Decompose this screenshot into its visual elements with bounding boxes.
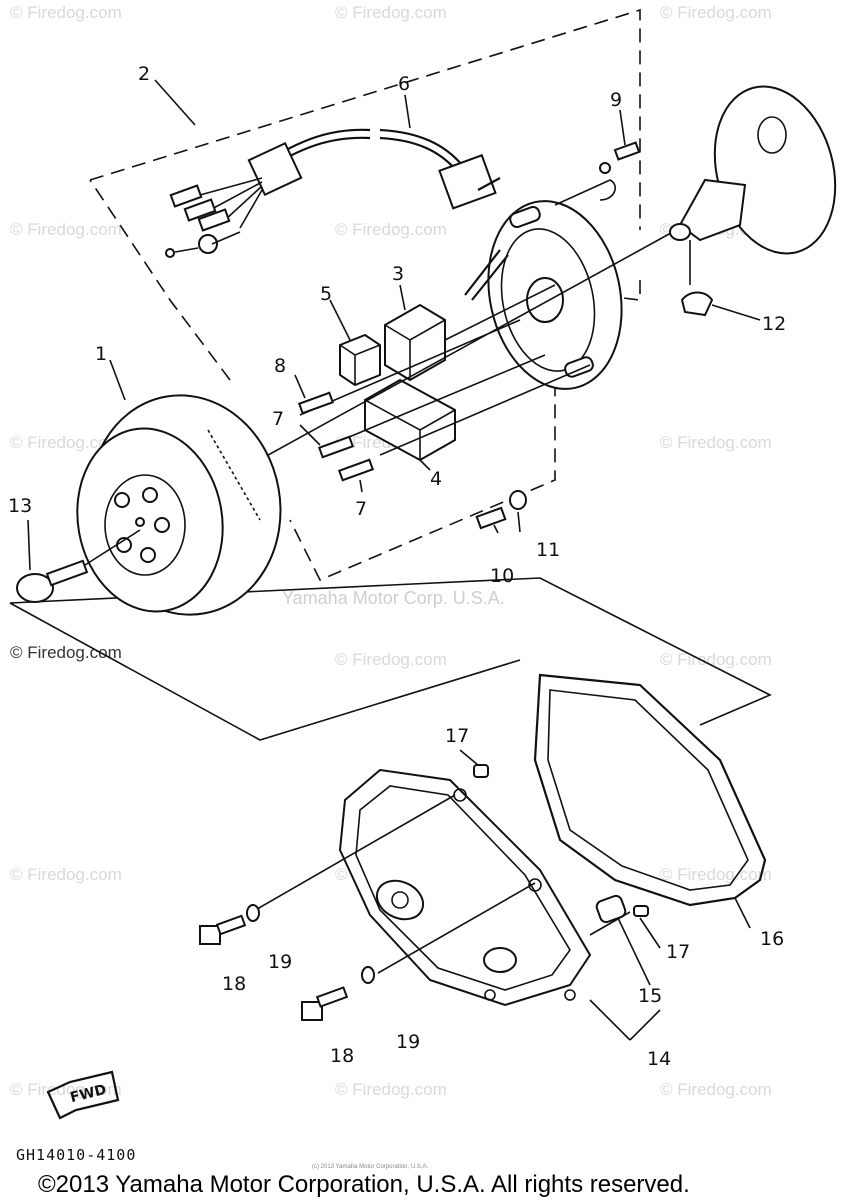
watermark: © Firedog.com	[335, 220, 447, 239]
part-label-16: 16	[760, 928, 784, 950]
flywheel-rotor	[76, 394, 282, 616]
copyright-notice: ©2013 Yamaha Motor Corporation, U.S.A. A…	[38, 1171, 690, 1198]
crankcase-cover	[251, 768, 631, 1007]
stator-coils	[339, 303, 456, 462]
cover-hardware	[199, 764, 649, 1021]
watermark: © Firedog.com	[335, 1080, 447, 1099]
watermark: © Firedog.com	[660, 433, 772, 452]
part-label-8: 8	[274, 355, 286, 377]
watermark: © Firedog.com	[10, 1080, 122, 1099]
part-label-13: 13	[8, 495, 32, 517]
part-label-17b: 17	[666, 941, 690, 963]
part-label-2: 2	[138, 63, 150, 85]
part-label-6: 6	[398, 73, 410, 95]
watermark: © Firedog.com	[10, 865, 122, 884]
part-label-7a: 7	[272, 408, 284, 430]
watermark: © Firedog.com	[660, 650, 772, 669]
part-label-4: 4	[430, 468, 442, 490]
screws	[297, 141, 641, 530]
woodruff-key	[680, 291, 714, 317]
part-number-labels: 1 2 3 4 5 6 7 7 8 9 10 11 12 13 14 15 16…	[8, 63, 786, 1070]
small-print: (c) 2013 Yamaha Motor Corporation, U.S.A…	[312, 1164, 428, 1170]
watermark: © Firedog.com	[660, 865, 772, 884]
flywheel-assembly-outline	[9, 577, 772, 741]
part-label-1: 1	[95, 343, 107, 365]
part-label-3: 3	[392, 263, 404, 285]
flywheel-bolt	[16, 529, 141, 603]
part-label-9: 9	[610, 89, 622, 111]
diagram-code: GH14010-4100	[16, 1146, 136, 1164]
watermark: © Firedog.com	[10, 220, 122, 239]
part-label-12: 12	[762, 313, 786, 335]
leader-lines	[27, 79, 751, 1041]
crankshaft	[669, 85, 837, 255]
center-watermark: Yamaha Motor Corp. U.S.A.	[282, 588, 505, 608]
part-label-14: 14	[647, 1048, 671, 1070]
part-label-5: 5	[320, 283, 332, 305]
part-label-18b: 18	[330, 1045, 354, 1067]
part-label-11: 11	[536, 539, 560, 561]
watermark: © Firedog.com	[660, 3, 772, 22]
part-label-7b: 7	[355, 498, 367, 520]
watermark-dark: © Firedog.com	[10, 643, 122, 662]
watermark: © Firedog.com	[10, 3, 122, 22]
part-label-19a: 19	[268, 951, 292, 973]
part-label-18a: 18	[222, 973, 246, 995]
stator-base-plate	[464, 179, 623, 390]
watermark: © Firedog.com	[335, 3, 447, 22]
part-label-17a: 17	[445, 725, 469, 747]
axis-lines	[249, 227, 681, 466]
watermark: © Firedog.com	[335, 650, 447, 669]
part-label-10: 10	[490, 565, 514, 587]
wire-harness	[165, 128, 501, 258]
part-label-19b: 19	[396, 1031, 420, 1053]
watermark: © Firedog.com	[10, 433, 122, 452]
part-label-15: 15	[638, 985, 662, 1007]
watermark: © Firedog.com	[660, 1080, 772, 1099]
